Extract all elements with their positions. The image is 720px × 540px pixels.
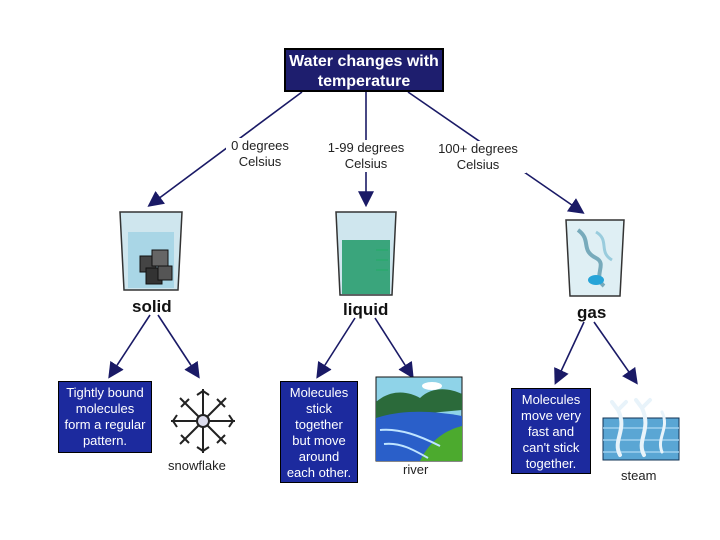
description-liquid: Molecules stick together but move around… [280, 381, 358, 483]
desc-solid-line: Tightly bound [66, 385, 144, 400]
state-label-solid: solid [132, 297, 172, 316]
arrow-solid-snowflake [157, 314, 200, 379]
desc-gas-line: Molecules [521, 392, 581, 407]
desc-solid-line: pattern. [82, 433, 128, 448]
arrow-solid-desc [108, 314, 151, 379]
temp-label-solid: 0 degrees Celsius [226, 138, 294, 170]
desc-liquid-line: stick [306, 401, 332, 416]
snowflake-icon [171, 389, 235, 453]
beaker-water-icon [335, 211, 397, 296]
temp-label-liquid: 1-99 degrees Celsius [320, 140, 412, 172]
desc-liquid-line: Molecules [289, 385, 349, 400]
arrow-gas-steam [593, 321, 638, 385]
description-gas: Molecules move very fast and can't stick… [511, 388, 591, 474]
temp-solid-line2: Celsius [238, 154, 282, 169]
desc-gas-line: can't stick [522, 440, 580, 455]
temp-solid-line1: 0 degrees [231, 138, 289, 153]
steam-icon [602, 398, 680, 461]
beaker-steam-icon [565, 219, 625, 297]
description-solid: Tightly bound molecules form a regular p… [58, 381, 152, 453]
caption-snowflake: snowflake [168, 458, 226, 473]
desc-solid-line: molecules [75, 401, 135, 416]
temp-label-gas: 100+ degrees Celsius [430, 141, 526, 173]
desc-liquid-line: each other. [286, 465, 352, 480]
desc-liquid-line: around [298, 449, 340, 464]
desc-solid-line: form a regular [64, 417, 146, 432]
caption-steam: steam [621, 468, 657, 483]
diagram-title: Water changes with temperature [284, 48, 444, 92]
desc-gas-line: fast and [527, 424, 575, 439]
desc-liquid-line: together [295, 417, 343, 432]
state-label-liquid: liquid [343, 300, 389, 319]
desc-gas-line: move very [521, 408, 581, 423]
temp-gas-line2: Celsius [456, 157, 500, 172]
temp-gas-line1: 100+ degrees [438, 141, 518, 156]
caption-river: river [403, 462, 429, 477]
beaker-ice-icon [119, 211, 183, 291]
desc-gas-line: together. [525, 456, 577, 471]
state-label-gas: gas [577, 303, 607, 322]
desc-liquid-line: but move [292, 433, 346, 448]
arrow-gas-desc [554, 321, 585, 385]
arrow-liquid-desc [316, 317, 356, 379]
arrow-liquid-river [374, 317, 414, 379]
temp-liquid-line1: 1-99 degrees [327, 140, 405, 155]
river-icon [375, 376, 463, 462]
temp-liquid-line2: Celsius [344, 156, 388, 171]
